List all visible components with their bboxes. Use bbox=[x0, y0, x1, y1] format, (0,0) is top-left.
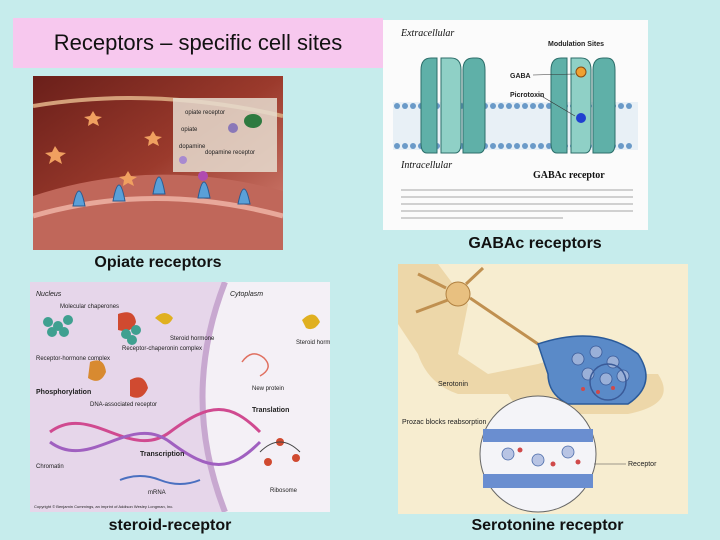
prozac-label: Prozac blocks reabsorption bbox=[402, 419, 487, 426]
neuron bbox=[415, 266, 539, 346]
opiate-receptor-figure: opiate receptor opiate dopamine dopamine… bbox=[33, 76, 283, 250]
serotonin-label: Serotonin bbox=[438, 381, 468, 388]
opiate-label-dopamine-receptor: dopamine receptor bbox=[205, 150, 255, 156]
steroid-nucleus-label: Nucleus bbox=[36, 291, 62, 298]
opiate-label-opiate: opiate bbox=[181, 127, 198, 133]
gaba-channel-right bbox=[532, 57, 616, 154]
gaba-channel-left bbox=[420, 57, 486, 154]
steroid-translation-label: Translation bbox=[252, 407, 289, 414]
caption-gaba: GABAc receptors bbox=[468, 235, 602, 252]
steroid-receptor-figure: Nucleus Cytoplasm Molecular chaperones R… bbox=[30, 282, 330, 512]
steroid-dna-receptor-label: DNA-associated receptor bbox=[90, 402, 157, 408]
steroid-chaperones-label: Molecular chaperones bbox=[60, 304, 119, 310]
caption-steroid: steroid-receptor bbox=[108, 517, 232, 534]
serotonin-illustration: Serotonin Prozac blocks reabsorption Rec… bbox=[398, 264, 688, 514]
steroid-chromatin-label: Chromatin bbox=[36, 464, 64, 470]
steroid-mrna-label: mRNA bbox=[148, 490, 166, 496]
receptor-label: Receptor bbox=[628, 461, 657, 468]
opiate-illustration: opiate receptor opiate dopamine dopamine… bbox=[33, 76, 283, 250]
steroid-phosphorylation-label: Phosphorylation bbox=[36, 389, 91, 396]
slide-title-box: Receptors – specific cell sites bbox=[13, 18, 383, 68]
steroid-hormone-label: Steroid hormone bbox=[170, 336, 215, 342]
steroid-transcription-label: Transcription bbox=[140, 451, 184, 458]
steroid-illustration: Nucleus Cytoplasm Molecular chaperones R… bbox=[30, 282, 330, 512]
gaba-extracellular-label: Extracellular bbox=[400, 28, 454, 39]
gaba-binding-site bbox=[575, 66, 587, 78]
steroid-cytoplasm-label: Cytoplasm bbox=[230, 291, 263, 298]
opiate-label-dopamine: dopamine bbox=[179, 144, 206, 150]
gaba-illustration: Extracellular Modulation Sites GABA Picr… bbox=[383, 20, 648, 230]
steroid-ribosome-label: Ribosome bbox=[270, 488, 298, 494]
steroid-copyright: Copyright © Benjamin Cummings, an imprin… bbox=[34, 504, 173, 509]
slide-title: Receptors – specific cell sites bbox=[53, 30, 343, 55]
opiate-label-receptor: opiate receptor bbox=[185, 110, 225, 116]
caption-opiate: Opiate receptors bbox=[94, 254, 222, 271]
steroid-new-protein-label: New protein bbox=[252, 386, 284, 392]
gaba-gaba-label: GABA bbox=[510, 73, 531, 80]
gaba-picrotoxin-label: Picrotoxin bbox=[510, 92, 544, 99]
gaba-intracellular-label: Intracellular bbox=[400, 160, 452, 171]
serotonin-receptor-figure: Serotonin Prozac blocks reabsorption Rec… bbox=[398, 264, 688, 514]
gaba-receptor-label: GABAc receptor bbox=[533, 170, 605, 181]
gaba-modulation-label: Modulation Sites bbox=[548, 41, 604, 48]
steroid-complex-label: Receptor-chaperonin complex bbox=[122, 346, 202, 352]
steroid-hormone-label-outer: Steroid hormone bbox=[296, 340, 330, 346]
caption-serotonine: Serotonine receptor bbox=[471, 517, 624, 534]
steroid-rh-complex-label: Receptor-hormone complex bbox=[36, 356, 110, 362]
picrotoxin-site bbox=[576, 113, 586, 123]
gaba-receptor-figure: Extracellular Modulation Sites GABA Picr… bbox=[383, 20, 648, 230]
